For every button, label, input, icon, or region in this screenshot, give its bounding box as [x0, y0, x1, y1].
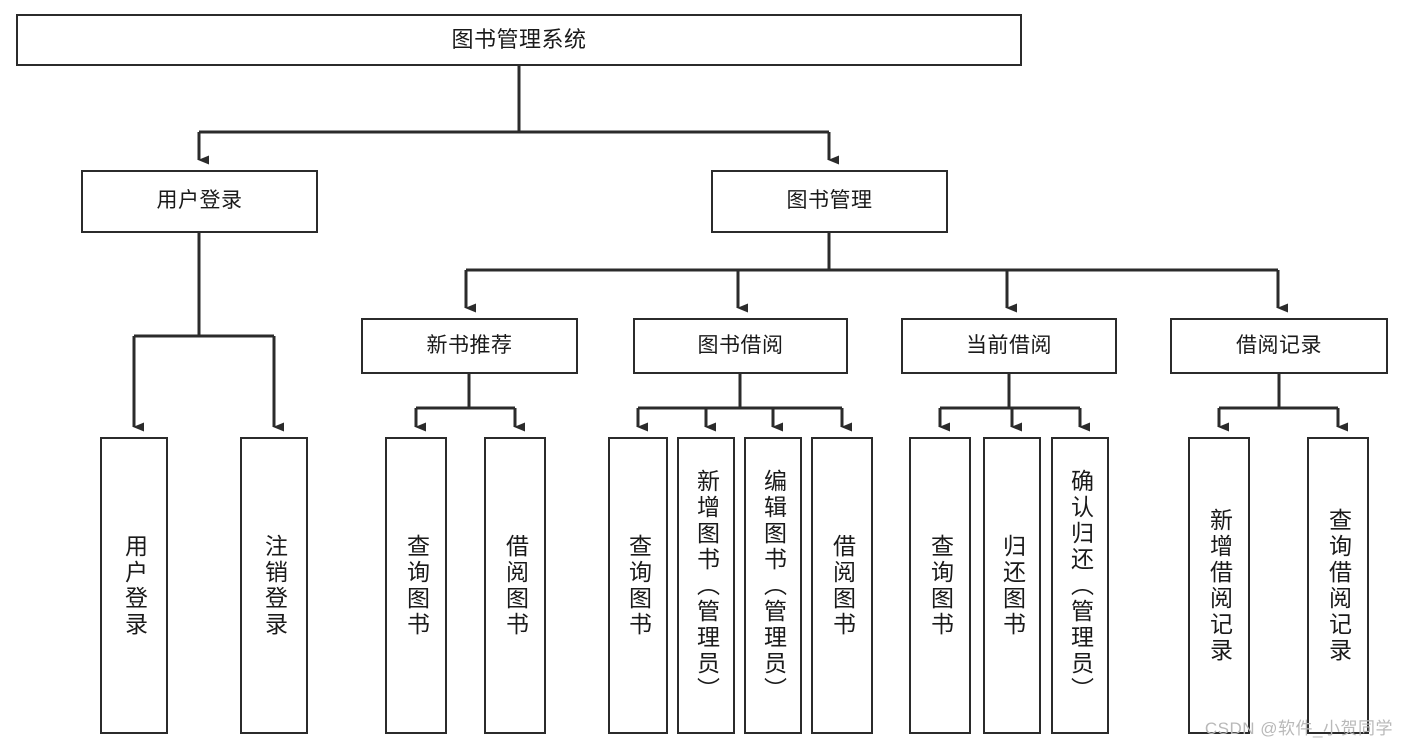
leaf-borrow-book-recommend[interactable]: 借阅图书: [484, 437, 546, 734]
leaf-query-book-current-label: 查询图书: [927, 533, 954, 638]
node-root-label: 图书管理系统: [451, 27, 587, 53]
leaf-query-book-borrow-label: 查询图书: [625, 533, 652, 638]
leaf-user-login[interactable]: 用户登录: [100, 437, 168, 734]
leaf-query-borrow-record-label: 查询借阅记录: [1325, 507, 1352, 664]
leaf-query-book-recommend[interactable]: 查询图书: [385, 437, 447, 734]
node-current-borrow-label: 当前借阅: [966, 333, 1052, 357]
node-borrow-records[interactable]: 借阅记录: [1170, 318, 1388, 374]
leaf-add-borrow-record[interactable]: 新增借阅记录: [1188, 437, 1250, 734]
node-root[interactable]: 图书管理系统: [16, 14, 1022, 66]
leaf-confirm-return-admin-label: 确认归还（管理员）: [1067, 468, 1094, 703]
leaf-user-login-label: 用户登录: [121, 533, 148, 638]
leaf-logout[interactable]: 注销登录: [240, 437, 308, 734]
leaf-borrow-book[interactable]: 借阅图书: [811, 437, 873, 734]
leaf-edit-book-admin[interactable]: 编辑图书（管理员）: [744, 437, 802, 734]
leaf-logout-label: 注销登录: [261, 533, 288, 638]
node-book-management[interactable]: 图书管理: [711, 170, 948, 233]
node-borrow-records-label: 借阅记录: [1236, 333, 1322, 357]
leaf-query-borrow-record[interactable]: 查询借阅记录: [1307, 437, 1369, 734]
node-book-management-label: 图书管理: [786, 189, 873, 213]
node-user-login[interactable]: 用户登录: [81, 170, 318, 233]
leaf-borrow-book-label: 借阅图书: [829, 533, 856, 638]
node-book-borrow[interactable]: 图书借阅: [633, 318, 848, 374]
leaf-query-book-recommend-label: 查询图书: [403, 533, 430, 638]
leaf-edit-book-admin-label: 编辑图书（管理员）: [760, 468, 787, 703]
leaf-add-borrow-record-label: 新增借阅记录: [1206, 507, 1233, 664]
leaf-return-book-label: 归还图书: [999, 533, 1026, 638]
node-new-book-recommend-label: 新书推荐: [426, 333, 513, 357]
leaf-borrow-book-recommend-label: 借阅图书: [502, 533, 529, 638]
leaf-query-book-current[interactable]: 查询图书: [909, 437, 971, 734]
leaf-add-book-admin-label: 新增图书（管理员）: [693, 468, 720, 703]
leaf-confirm-return-admin[interactable]: 确认归还（管理员）: [1051, 437, 1109, 734]
leaf-return-book[interactable]: 归还图书: [983, 437, 1041, 734]
leaf-add-book-admin[interactable]: 新增图书（管理员）: [677, 437, 735, 734]
node-new-book-recommend[interactable]: 新书推荐: [361, 318, 578, 374]
node-user-login-label: 用户登录: [156, 189, 243, 213]
leaf-query-book-borrow[interactable]: 查询图书: [608, 437, 668, 734]
node-current-borrow[interactable]: 当前借阅: [901, 318, 1117, 374]
node-book-borrow-label: 图书借阅: [697, 333, 784, 357]
